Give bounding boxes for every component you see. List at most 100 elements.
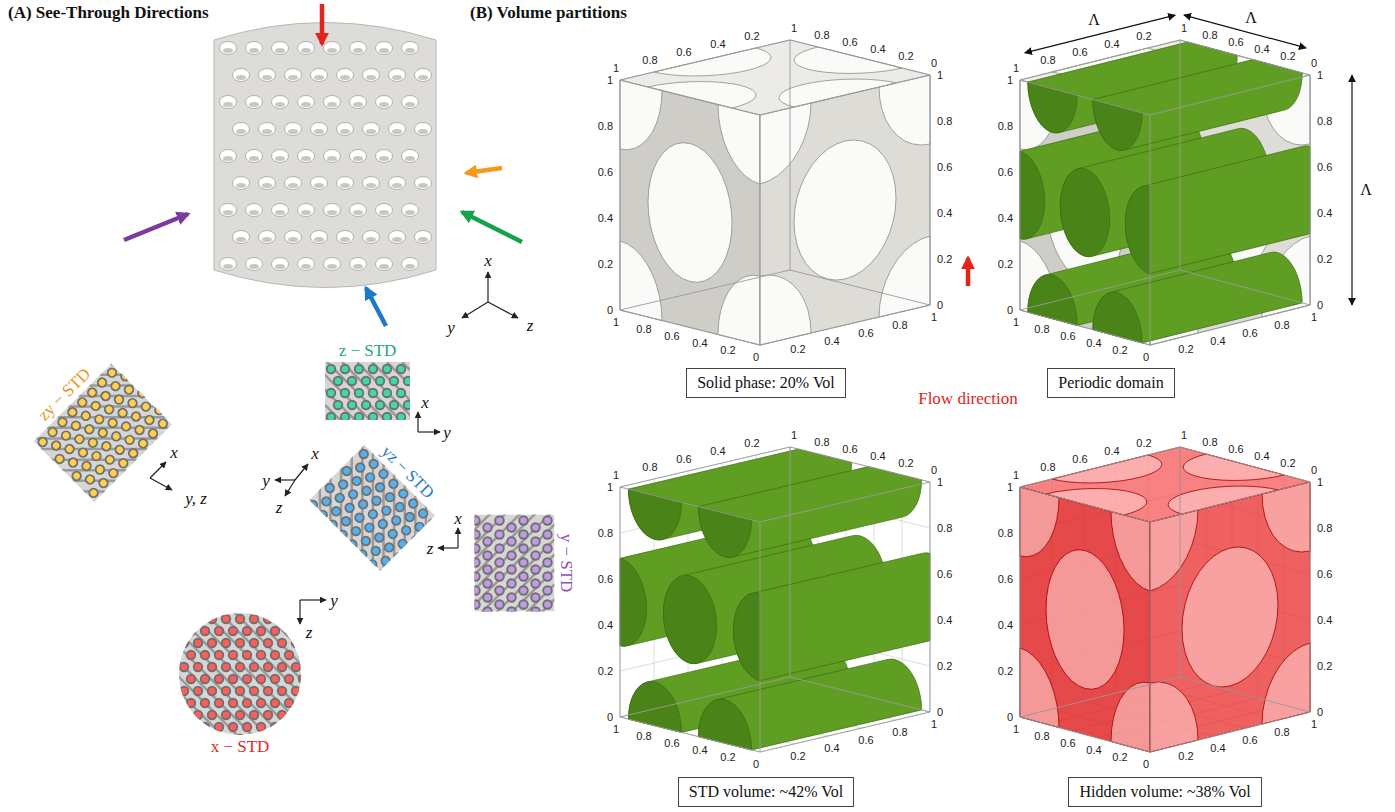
pore-shadow — [256, 650, 266, 660]
box-edge — [760, 75, 930, 115]
tick-label: 1 — [613, 724, 619, 735]
box-edge — [1020, 80, 1021, 310]
see-through-dot — [356, 414, 363, 420]
axis-arrow — [300, 599, 326, 600]
see-through-dot — [474, 573, 478, 580]
see-through-dot — [230, 676, 237, 683]
see-through-dot — [544, 517, 551, 524]
axis-arrow — [438, 547, 458, 548]
pore-shadow — [214, 674, 224, 684]
pore-shadow — [369, 493, 384, 508]
see-through-dot — [230, 628, 237, 635]
lattice-shade — [249, 48, 259, 53]
lattice-pore — [337, 123, 354, 136]
pore-shadow — [59, 428, 74, 443]
lattice-pore — [363, 231, 380, 244]
see-through-dot — [92, 451, 101, 460]
tick-label: 0.6 — [998, 574, 1013, 585]
axis-arrow — [295, 464, 308, 480]
pore-shadow — [100, 489, 115, 502]
see-through-dot — [392, 516, 401, 525]
lattice-shade — [405, 210, 415, 215]
see-through-dot — [335, 402, 342, 409]
pore-shadow — [359, 534, 374, 549]
box-edge — [1020, 717, 1150, 752]
see-through-dot — [128, 398, 137, 407]
pore-shadow — [409, 533, 424, 548]
tick-label: 1 — [607, 75, 613, 86]
lattice-pore — [272, 258, 289, 271]
tick-label: 1 — [1181, 23, 1187, 34]
strut-shadow — [328, 464, 435, 571]
tick-label: 0.8 — [636, 731, 651, 742]
lattice-shade — [327, 102, 337, 107]
pore-shadow — [298, 674, 302, 684]
see-through-dot — [258, 652, 265, 659]
pore-shadow — [214, 722, 224, 732]
pore-shadow — [474, 515, 480, 525]
lattice-pore — [350, 258, 367, 271]
see-through-dot — [51, 441, 60, 450]
pore-shadow — [65, 405, 80, 420]
see-through-dot — [209, 640, 216, 647]
pore-shadow — [482, 578, 492, 588]
tick-label: 0.6 — [937, 162, 952, 173]
pore-opening — [779, 79, 896, 107]
lattice-shade — [405, 102, 415, 107]
tick-label: 0.2 — [720, 752, 735, 763]
pore-shadow — [270, 650, 280, 660]
box-edge — [620, 487, 760, 522]
see-through-dot — [532, 594, 539, 601]
see-through-dot — [508, 608, 515, 611]
see-through-dot — [237, 712, 244, 719]
see-through-dot — [230, 724, 237, 731]
pore-shadow — [542, 543, 552, 553]
see-through-dot — [38, 437, 47, 446]
lattice-shade — [314, 183, 324, 188]
see-through-dot — [544, 559, 551, 566]
lattice-shade — [379, 210, 389, 215]
tick-label: 0.6 — [1060, 331, 1075, 342]
tick-label: 0.6 — [676, 454, 691, 465]
pore-shadow — [89, 449, 104, 464]
tick-label: 0.6 — [1317, 569, 1332, 580]
lattice-shade — [301, 156, 311, 161]
see-through-dot — [544, 531, 551, 538]
panel-title: (A) See-Through Directions — [8, 4, 209, 21]
pore-shadow — [263, 638, 273, 648]
tick-label: 0.6 — [664, 331, 679, 342]
see-through-dot — [132, 462, 141, 471]
box-edge — [1150, 115, 1151, 345]
see-through-dot — [398, 366, 405, 373]
std-cylinder-cap — [1125, 186, 1150, 274]
strut-shadow — [342, 362, 400, 420]
lattice-shade — [262, 183, 272, 188]
pore-shadow — [329, 504, 344, 519]
lattice-shade — [353, 210, 363, 215]
pore-shadow — [207, 662, 217, 672]
tick-label: 0.8 — [1202, 437, 1217, 448]
pore-shadow — [214, 650, 224, 660]
lattice-pore — [272, 96, 289, 109]
lattice-shade — [366, 183, 376, 188]
tick-label: 0.4 — [1254, 44, 1269, 55]
tick-label: 0.2 — [1136, 438, 1151, 449]
see-through-dot — [389, 479, 398, 488]
pore-shadow — [494, 529, 504, 539]
tick-label: 1 — [931, 312, 937, 323]
pore-shadow — [214, 626, 224, 636]
pore-shadow — [207, 710, 217, 720]
box-edge — [1180, 40, 1181, 270]
lattice-shade — [327, 264, 337, 269]
pore-shadow — [284, 674, 294, 684]
pore-shadow — [207, 638, 217, 648]
lattice-shade — [392, 75, 402, 80]
pore-opening — [1046, 550, 1124, 690]
pore-shadow — [235, 638, 245, 648]
see-through-dot — [496, 531, 503, 538]
strut-shadow — [100, 363, 172, 435]
see-through-dot — [300, 700, 302, 707]
pore-shadow — [406, 496, 421, 511]
pore-shadow — [368, 388, 378, 398]
lattice-pore — [298, 150, 315, 163]
